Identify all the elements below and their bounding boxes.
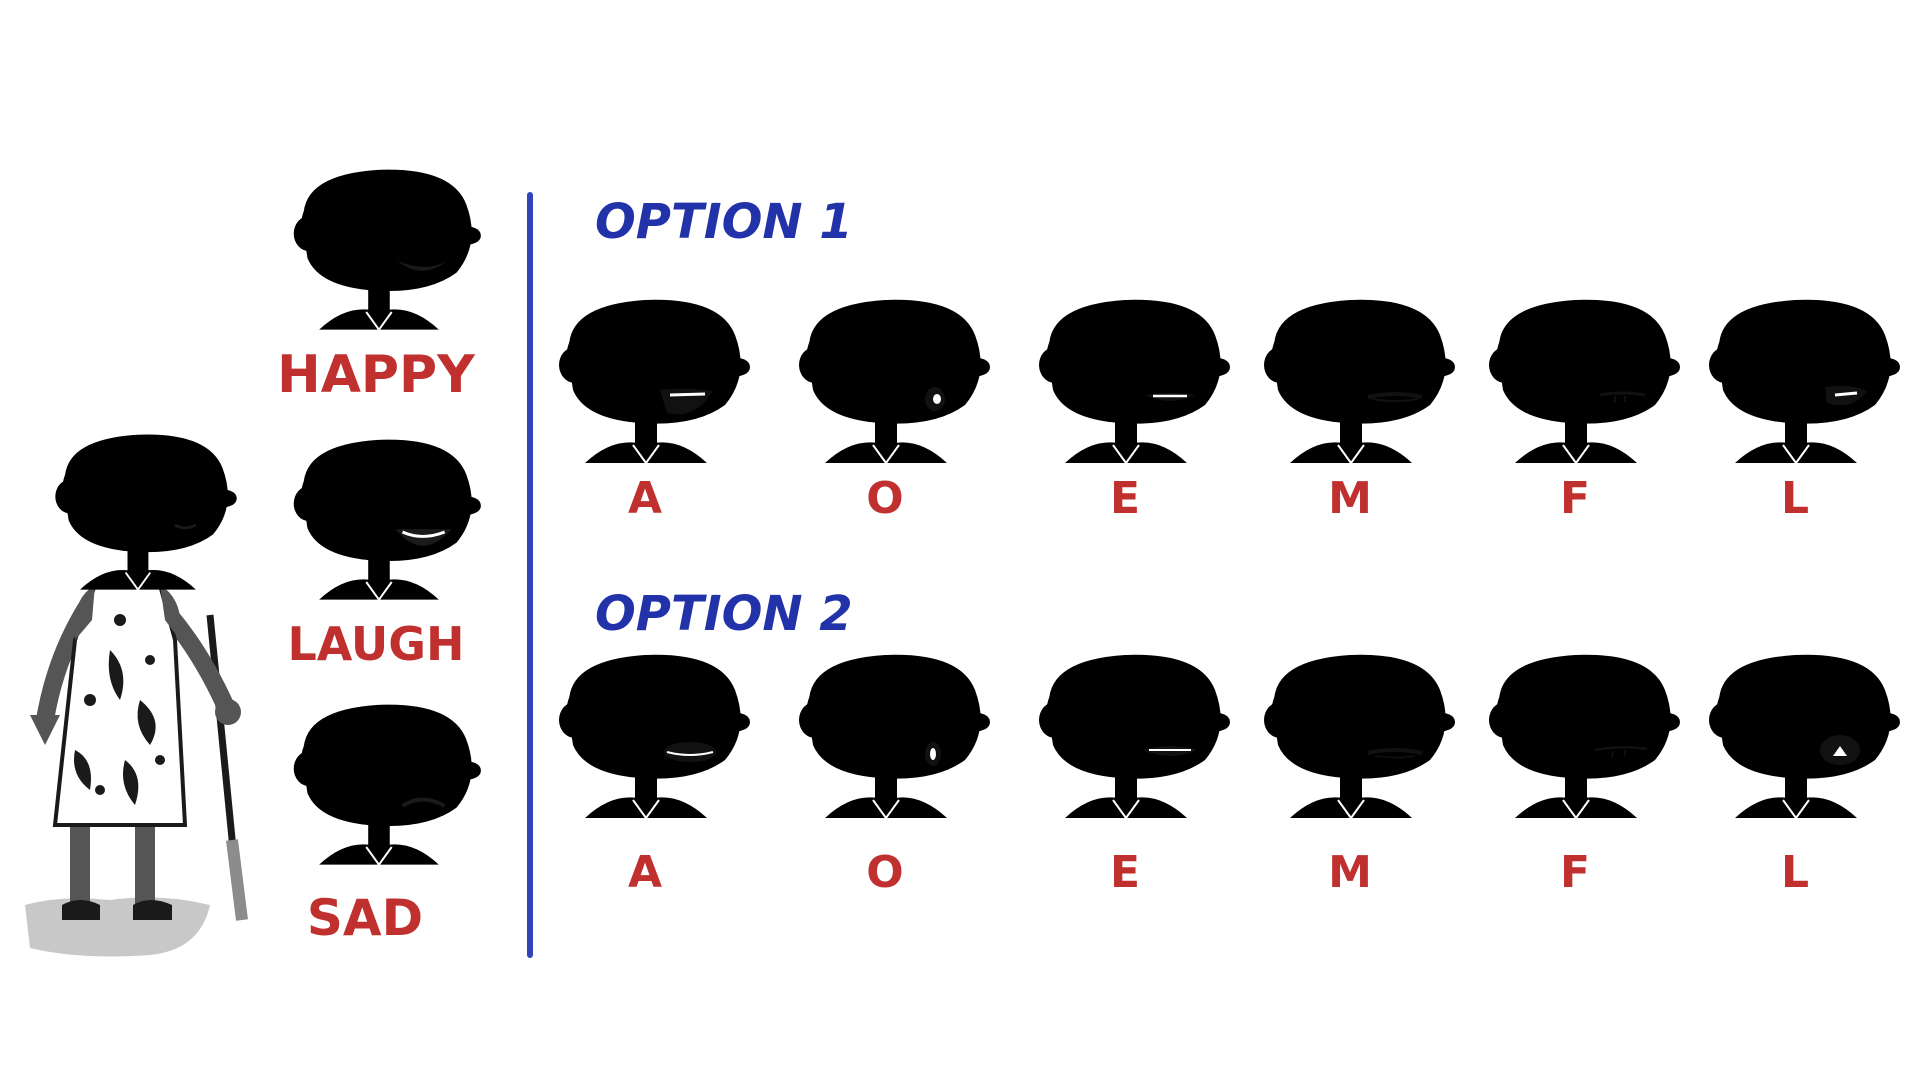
option-1-head-e bbox=[1037, 300, 1230, 463]
emotion-sad-head bbox=[292, 705, 481, 865]
option-2-head-o bbox=[797, 655, 990, 818]
option-2-label-o: O bbox=[866, 847, 903, 898]
emotion-heads: HAPPY LAUGH SAD bbox=[277, 170, 481, 947]
emotion-happy-head bbox=[292, 170, 481, 330]
option-1-head-a bbox=[557, 300, 750, 463]
full-body-character bbox=[25, 435, 248, 957]
emotion-laugh-head bbox=[292, 440, 481, 600]
option-1-label-l: L bbox=[1781, 473, 1809, 524]
option-1-title: OPTION 1 bbox=[595, 194, 853, 250]
option-2-head-m bbox=[1262, 655, 1455, 818]
option-2-label-e: E bbox=[1110, 847, 1140, 898]
emotion-label-laugh: LAUGH bbox=[287, 617, 464, 671]
option-2-label-m: M bbox=[1328, 847, 1372, 898]
option-1-head-m bbox=[1262, 300, 1455, 463]
option-2-title: OPTION 2 bbox=[595, 586, 853, 642]
option-1-label-o: O bbox=[866, 473, 903, 524]
option-1-head-o bbox=[797, 300, 990, 463]
emotion-label-sad: SAD bbox=[307, 889, 423, 947]
emotion-label-happy: HAPPY bbox=[277, 345, 476, 405]
option-1-head-f bbox=[1487, 300, 1680, 463]
option-2-label-f: F bbox=[1560, 847, 1590, 898]
option-2-label-l: L bbox=[1781, 847, 1809, 898]
option-1-label-a: A bbox=[628, 473, 662, 524]
option-2-head-a bbox=[557, 655, 750, 818]
option-2-head-f bbox=[1487, 655, 1680, 818]
option-2-label-a: A bbox=[628, 847, 662, 898]
option-2-head-l bbox=[1707, 655, 1900, 818]
option-1-label-f: F bbox=[1560, 473, 1590, 524]
option-1-label-e: E bbox=[1110, 473, 1140, 524]
option-1-label-m: M bbox=[1328, 473, 1372, 524]
option-1-head-l bbox=[1707, 300, 1900, 463]
option-2-head-e bbox=[1037, 655, 1230, 818]
